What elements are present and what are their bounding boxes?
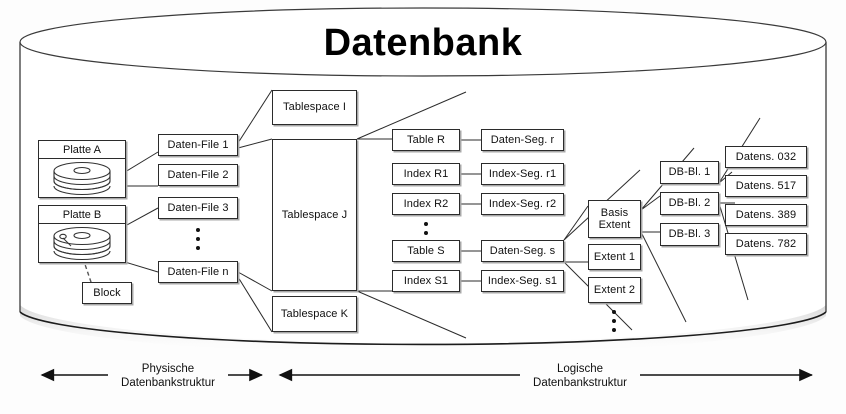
- connector-tablespace-to-objects: [356, 91, 467, 339]
- disk-platte-a-body: [39, 159, 125, 197]
- disk-platte-a[interactable]: Platte A: [38, 140, 126, 198]
- disk-stack-icon: [53, 161, 111, 196]
- node-daten-file-2[interactable]: Daten-File 2: [158, 164, 238, 186]
- node-db-bl-3[interactable]: DB-Bl. 3: [660, 223, 719, 246]
- axis-label-logical-line2: Datenbankstruktur: [533, 377, 627, 390]
- disk-platte-b-label: Platte B: [39, 206, 125, 224]
- node-datensatz-782[interactable]: Datens. 782: [725, 233, 807, 255]
- axis-label-physical-line1: Physische: [141, 363, 195, 375]
- node-datensatz-517[interactable]: Datens. 517: [725, 175, 807, 197]
- basis-extent-line2: Extent: [598, 219, 631, 231]
- node-tablespace-i[interactable]: Tablespace I: [272, 90, 357, 125]
- disk-platte-b-body: [39, 224, 125, 262]
- node-extent-2[interactable]: Extent 2: [588, 277, 641, 303]
- node-index-seg-r2[interactable]: Index-Seg. r2: [481, 193, 564, 215]
- node-daten-seg-s[interactable]: Daten-Seg. s: [481, 240, 564, 262]
- connector-files-to-tablespaces: [237, 89, 273, 333]
- node-datensatz-032[interactable]: Datens. 032: [725, 146, 807, 168]
- disk-platte-b[interactable]: Platte B: [38, 205, 126, 263]
- connector-disks-to-files: [124, 151, 159, 273]
- disk-platte-a-label: Platte A: [39, 141, 125, 159]
- node-index-seg-r1[interactable]: Index-Seg. r1: [481, 163, 564, 185]
- node-index-s1[interactable]: Index S1: [392, 270, 460, 292]
- node-daten-seg-r[interactable]: Daten-Seg. r: [481, 129, 564, 151]
- disk-stack-icon: [53, 226, 111, 261]
- node-table-r[interactable]: Table R: [392, 129, 460, 151]
- axis-label-physical-line2: Datenbankstruktur: [121, 377, 215, 390]
- axis-label-physical: Physische Datenbankstruktur: [108, 362, 228, 391]
- node-basis-extent[interactable]: Basis Extent: [588, 200, 641, 238]
- node-tablespace-j[interactable]: Tablespace J: [272, 139, 357, 291]
- node-db-bl-2[interactable]: DB-Bl. 2: [660, 192, 719, 215]
- daten-file-ellipsis: [195, 228, 201, 255]
- basis-extent-line1: Basis: [600, 206, 629, 219]
- node-extent-1[interactable]: Extent 1: [588, 244, 641, 270]
- node-daten-file-1[interactable]: Daten-File 1: [158, 134, 238, 156]
- node-tablespace-k[interactable]: Tablespace K: [272, 296, 357, 332]
- connector-objects-to-segments: [460, 139, 481, 282]
- extent-ellipsis: [611, 310, 617, 337]
- node-index-r1[interactable]: Index R1: [392, 163, 460, 185]
- page-title: Datenbank: [323, 22, 523, 64]
- node-index-r2[interactable]: Index R2: [392, 193, 460, 215]
- axis-label-logical-line1: Logische: [556, 363, 604, 375]
- node-index-seg-s1[interactable]: Index-Seg. s1: [481, 270, 564, 292]
- node-table-s[interactable]: Table S: [392, 240, 460, 262]
- node-db-bl-1[interactable]: DB-Bl. 1: [660, 161, 719, 184]
- node-daten-file-n[interactable]: Daten-File n: [158, 261, 238, 283]
- node-datensatz-389[interactable]: Datens. 389: [725, 204, 807, 226]
- node-block[interactable]: Block: [82, 282, 132, 304]
- axis-label-logical: Logische Datenbankstruktur: [520, 362, 640, 391]
- node-daten-file-3[interactable]: Daten-File 3: [158, 197, 238, 219]
